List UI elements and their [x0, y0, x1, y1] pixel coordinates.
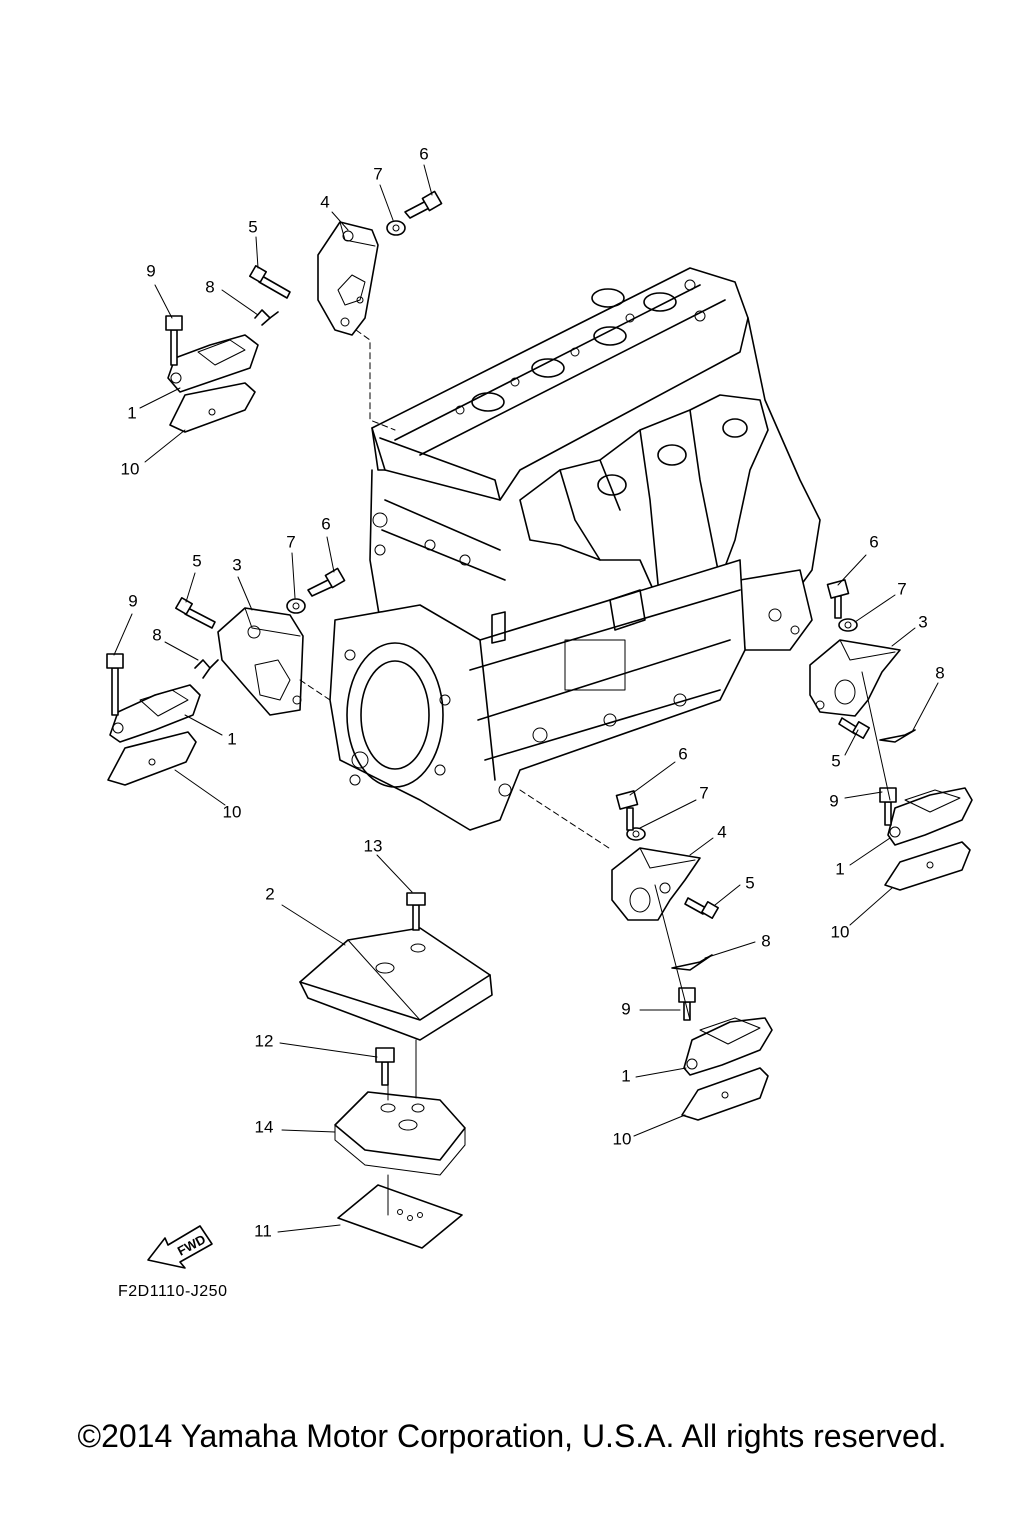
- callout-9: 9: [146, 261, 155, 280]
- mount-group-center-right: [519, 789, 773, 1121]
- callout-9: 9: [829, 791, 838, 810]
- shim-plate-10: [681, 1067, 769, 1121]
- mount-stack-bottom: [299, 892, 493, 1249]
- mount-group-top-left: [165, 190, 443, 433]
- callout-6: 6: [321, 514, 330, 533]
- callout-7: 7: [897, 579, 906, 598]
- bolt-6: [626, 807, 634, 831]
- callout-10: 10: [613, 1129, 632, 1148]
- damper-2: [299, 927, 493, 1041]
- clip-8: [254, 309, 279, 319]
- callout-9: 9: [128, 591, 137, 610]
- callout-3: 3: [232, 555, 241, 574]
- engine-mount-1: [683, 1017, 773, 1076]
- callout-1: 1: [835, 859, 844, 878]
- bolt-12: [381, 1061, 389, 1086]
- callout-9: 9: [621, 999, 630, 1018]
- washer-7: [838, 618, 858, 632]
- bolt-9: [111, 667, 119, 716]
- forward-arrow-icon: FWD: [147, 1225, 213, 1269]
- engine-bracket-3: [217, 607, 304, 716]
- callout-6: 6: [678, 744, 687, 763]
- callout-5: 5: [831, 751, 840, 770]
- callout-10: 10: [121, 459, 140, 478]
- callout-10: 10: [831, 922, 850, 941]
- callout-6: 6: [419, 144, 428, 163]
- callout-12: 12: [255, 1031, 274, 1050]
- callout-7: 7: [286, 532, 295, 551]
- bolt-5: [258, 275, 291, 299]
- callout-6: 6: [869, 532, 878, 551]
- rubber-pad-14: [334, 1091, 466, 1161]
- washer-7: [286, 598, 306, 614]
- callout-1: 1: [127, 403, 136, 422]
- plate-11: [337, 1184, 463, 1249]
- callout-8: 8: [761, 931, 770, 950]
- engine-mount-1: [887, 787, 973, 846]
- callout-11: 11: [254, 1221, 272, 1240]
- callout-1: 1: [227, 729, 236, 748]
- callout-7: 7: [699, 783, 708, 802]
- callout-13: 13: [364, 836, 383, 855]
- callout-4: 4: [320, 192, 329, 211]
- bolt-9: [170, 329, 178, 366]
- washer-7: [626, 827, 646, 841]
- engine-block: [329, 267, 821, 831]
- clip-8: [671, 954, 713, 971]
- bolt-5: [184, 607, 216, 629]
- washer-7: [386, 220, 406, 236]
- clip-8: [879, 729, 916, 743]
- bolt-6: [834, 595, 842, 619]
- bolt-9: [884, 801, 892, 826]
- mount-group-right: [809, 579, 973, 891]
- clip-8: [194, 659, 219, 669]
- callout-7: 7: [373, 164, 382, 183]
- bolt-5: [684, 897, 707, 915]
- callout-5: 5: [745, 873, 754, 892]
- callout-5: 5: [192, 551, 201, 570]
- callout-2: 2: [265, 884, 274, 903]
- diagram-code: F2D1110-J250: [118, 1283, 228, 1300]
- callout-4: 4: [717, 822, 726, 841]
- mount-group-mid-left: [106, 567, 346, 786]
- callout-3: 3: [918, 612, 927, 631]
- callout-10: 10: [223, 802, 242, 821]
- callout-numbers: 6 7 4 5 8 9 1 10 6 7 3 5 8 9 1 10 6 7 3 …: [121, 144, 945, 1240]
- shim-plate-10: [169, 382, 256, 433]
- callout-14: 14: [255, 1117, 274, 1136]
- callout-8: 8: [205, 277, 214, 296]
- callout-8: 8: [152, 625, 161, 644]
- callout-5: 5: [248, 217, 257, 236]
- callout-1: 1: [621, 1066, 630, 1085]
- callout-8: 8: [935, 663, 944, 682]
- engine-bracket-4: [317, 221, 379, 336]
- engine-bracket-4: [611, 847, 701, 921]
- bolt-13: [412, 904, 420, 931]
- leader-lines: [113, 164, 939, 1233]
- copyright-notice: ©2014 Yamaha Motor Corporation, U.S.A. A…: [77, 1418, 947, 1454]
